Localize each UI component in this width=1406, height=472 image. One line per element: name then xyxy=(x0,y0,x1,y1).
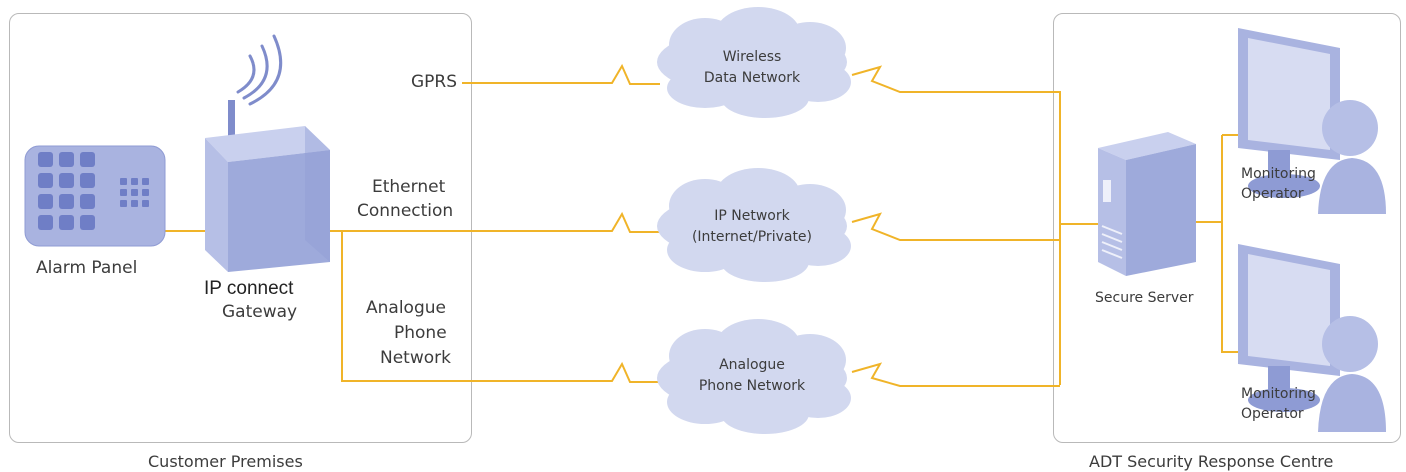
analogue-label-line2: Phone xyxy=(394,323,447,343)
link-gprs xyxy=(462,63,660,85)
operator-1-line1: Monitoring xyxy=(1241,166,1316,182)
wireless-network-line2: Data Network xyxy=(703,70,801,86)
link-ethernet xyxy=(342,211,660,233)
analogue-label-line1: Analogue xyxy=(366,298,446,318)
cloud-phone-shape xyxy=(657,319,851,434)
cloud-ip-shape xyxy=(657,168,851,282)
alarm-panel-label: Alarm Panel xyxy=(36,258,138,278)
phone-network-line1: Analogue xyxy=(719,357,785,373)
phone-network-line2: Phone Network xyxy=(698,378,806,394)
link-analogue xyxy=(341,231,660,383)
customer-premises-label: Customer Premises xyxy=(148,452,303,471)
ip-network-line1: IP Network xyxy=(714,208,790,224)
analogue-label-line3: Network xyxy=(380,348,451,368)
wifi-signal-icon xyxy=(236,34,283,106)
link-ip-server xyxy=(851,212,1060,241)
ethernet-label-line1: Ethernet xyxy=(372,177,446,197)
operator-2-line1: Monitoring xyxy=(1241,386,1316,402)
gateway-subtitle: Gateway xyxy=(222,302,298,322)
cloud-wireless-shape xyxy=(657,7,851,118)
ip-network-line2: (Internet/Private) xyxy=(691,229,813,245)
link-phone-server xyxy=(851,362,1060,387)
monitoring-operator-1-icon xyxy=(1238,28,1386,214)
wireless-network-line1: Wireless xyxy=(722,49,782,65)
ethernet-label-line2: Connection xyxy=(357,201,454,221)
connection-links xyxy=(165,63,1262,387)
response-centre-label: ADT Security Response Centre xyxy=(1089,452,1334,471)
gprs-label: GPRS xyxy=(411,72,458,92)
secure-server-label: Secure Server xyxy=(1095,290,1194,306)
operator-2-line2: Operator xyxy=(1241,406,1304,422)
link-wireless-server xyxy=(851,65,1061,385)
secure-server-icon xyxy=(1098,132,1196,276)
gateway-icon xyxy=(205,100,330,272)
monitoring-operator-2-icon xyxy=(1238,244,1386,432)
alarm-panel-icon xyxy=(24,145,166,247)
operator-1-line2: Operator xyxy=(1241,186,1304,202)
gateway-title: IP connect xyxy=(204,278,294,299)
